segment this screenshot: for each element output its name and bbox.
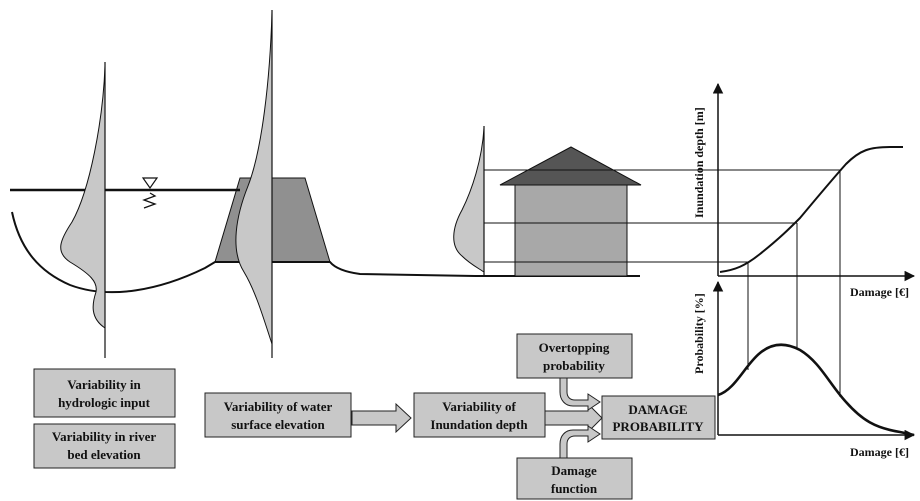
box-water-surface-line-1: Variability of water (224, 399, 333, 414)
box-damage-prob-line-1: DAMAGE (628, 402, 687, 417)
inundation-depth-label: Inundation depth [m] (692, 107, 706, 218)
box-inundation-line-1: Variability of (442, 399, 516, 414)
probability-damage-chart: Probability [%] Damage [€] (692, 170, 916, 459)
box-water-surface: Variability of water surface elevation (204, 392, 352, 438)
damage-top-label: Damage [€] (850, 285, 909, 299)
distribution-riverbed (235, 11, 273, 345)
box-overtopping-line-2: probability (543, 358, 605, 373)
box-hydrologic-line-2: hydrologic input (58, 395, 151, 410)
box-overtopping-probability: Overtopping probability (516, 333, 633, 379)
arrow-overtopping-to-damage (559, 377, 601, 411)
river-bed (11, 211, 476, 294)
arrow-function-to-damage (559, 425, 601, 459)
damage-bottom-label: Damage [€] (850, 445, 909, 459)
box-hydrologic-line-1: Variability in (67, 377, 141, 392)
box-damage-prob-line-2: PROBABILITY (612, 419, 704, 434)
box-inundation-line-2: Inundation depth (430, 417, 528, 432)
depth-damage-curve (719, 146, 903, 273)
house-section (453, 126, 840, 277)
water-level-marker-icon (141, 177, 159, 190)
box-water-surface-line-2: surface elevation (231, 417, 325, 432)
box-damage-function: Damage function (516, 457, 633, 500)
water-level-wave-icon (142, 192, 157, 209)
probability-curve (717, 343, 915, 437)
box-inundation-depth: Variability of Inundation depth (413, 392, 546, 438)
depth-damage-chart: Inundation depth [m] Damage [€] (692, 82, 916, 299)
box-riverbed-line-1: Variability in river (52, 429, 156, 444)
house-roof (499, 146, 642, 186)
distribution-hydrologic (60, 65, 106, 329)
flow-arrows (351, 377, 603, 459)
distribution-inundation (453, 127, 485, 273)
house-body (514, 184, 628, 277)
box-riverbed-elevation: Variability in river bed elevation (33, 423, 176, 469)
arrow-inundation-to-damage (544, 402, 603, 434)
box-overtopping-line-1: Overtopping (539, 340, 610, 355)
probability-label: Probability [%] (692, 293, 706, 374)
box-riverbed-line-2: bed elevation (67, 447, 141, 462)
box-damage-probability: DAMAGE PROBABILITY (601, 395, 716, 440)
box-damage-function-line-1: Damage (551, 463, 597, 478)
arrow-water-to-inundation (351, 402, 412, 434)
box-damage-function-line-2: function (551, 481, 598, 496)
river-cross-section (10, 10, 476, 358)
box-hydrologic-input: Variability in hydrologic input (33, 368, 176, 418)
